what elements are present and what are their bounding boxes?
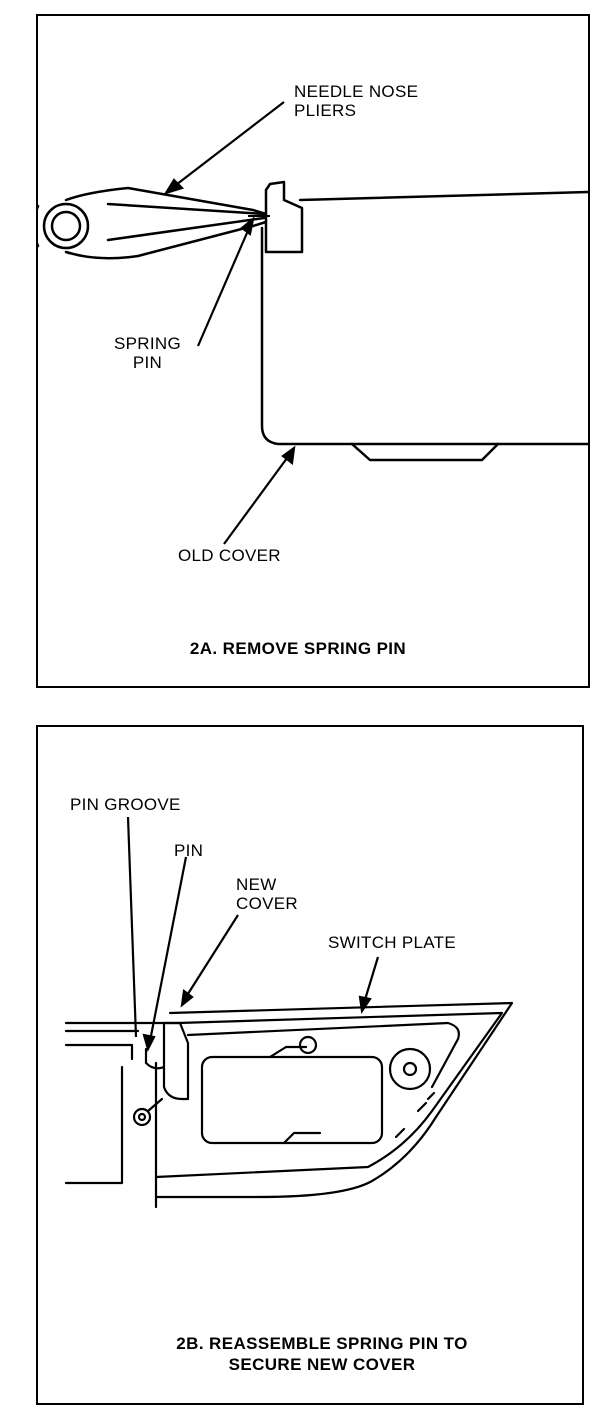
hinge-link xyxy=(146,1097,164,1113)
slot-2 xyxy=(416,1101,428,1113)
caption-2b: 2B. REASSEMBLE SPRING PIN TO SECURE NEW … xyxy=(176,1334,468,1374)
pliers-inner-1 xyxy=(106,202,266,216)
pliers-pivot-inner xyxy=(50,210,82,242)
rail-left-vert xyxy=(64,1065,124,1185)
label-needle-nose-pliers: NEEDLE NOSE PLIERS xyxy=(294,82,419,120)
label-switch-plate: SWITCH PLATE xyxy=(328,933,456,952)
arrow-pin xyxy=(142,1033,156,1053)
pliers-inner-2 xyxy=(106,216,266,242)
knob-outer xyxy=(388,1047,432,1091)
hinge-eye-inner xyxy=(137,1112,147,1122)
switch-plate-inner-2 xyxy=(186,1021,460,1089)
panel-2a-illustration xyxy=(38,101,588,545)
surface-line xyxy=(298,190,588,202)
old-cover xyxy=(260,226,588,446)
pliers-lower-jaw xyxy=(64,220,268,260)
new-cover-front xyxy=(144,1047,166,1070)
arrow-pliers xyxy=(163,178,185,195)
caption-2a: 2A. REMOVE SPRING PIN xyxy=(189,639,407,658)
switch-opening xyxy=(200,1055,384,1145)
new-cover xyxy=(162,1021,190,1101)
arrow-switch-plate xyxy=(358,995,372,1015)
hinge-eye xyxy=(132,1107,152,1127)
label-pin-groove: PIN GROOVE xyxy=(70,795,181,814)
old-cover-tab xyxy=(350,442,500,462)
plate-hole xyxy=(298,1035,318,1055)
panel-2b-illustration xyxy=(64,816,514,1209)
label-spring-pin: SPRING PIN xyxy=(114,334,181,372)
label-new-cover: NEW COVER xyxy=(236,875,298,913)
leader-pin-groove xyxy=(126,816,138,1038)
rail-3 xyxy=(64,1043,134,1061)
panel-2b-reassemble-spring-pin: PIN GROOVE PIN NEW COVER SWITCH PLATE 2B… xyxy=(36,725,584,1405)
switch-plate-inner xyxy=(154,1011,504,1179)
opening-tab-bottom xyxy=(282,1131,322,1145)
label-old-cover: OLD COVER xyxy=(178,546,281,565)
switch-plate xyxy=(154,1001,514,1199)
slot-1 xyxy=(426,1091,436,1101)
pliers-pivot xyxy=(42,202,90,250)
arrow-new-cover xyxy=(180,989,194,1008)
pliers-upper-jaw xyxy=(64,186,268,216)
label-pin: PIN xyxy=(174,841,204,860)
knob-inner xyxy=(402,1061,418,1077)
arrow-old-cover xyxy=(281,445,296,466)
cover-clip xyxy=(264,180,304,254)
slot-3 xyxy=(394,1127,406,1139)
panel-2a-remove-spring-pin: NEEDLE NOSE PLIERS SPRING PIN OLD COVER … xyxy=(36,14,590,688)
arrow-spring-pin xyxy=(240,216,255,236)
